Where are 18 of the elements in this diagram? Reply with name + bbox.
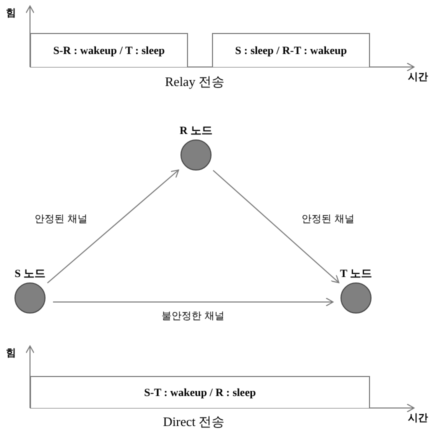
caption: Relay 전송 (165, 73, 225, 91)
state-box: S-T : wakeup / R : sleep (30, 376, 370, 408)
axis-label: 힘 (6, 347, 16, 360)
arrow (52, 298, 334, 306)
edge-label: 안정된 채널 (33, 212, 89, 226)
edge-label: 불안정한 채널 (160, 309, 226, 323)
edge-label: 안정된 채널 (300, 212, 356, 226)
axis-label: 시간 (408, 71, 428, 84)
node-label: S 노드 (14, 267, 46, 281)
node-label: T 노드 (340, 267, 372, 281)
node-label: R 노드 (180, 124, 212, 138)
state-box: S-R : wakeup / T : sleep (30, 33, 188, 67)
axis-label: 힘 (6, 7, 16, 20)
state-box: S : sleep / R-T : wakeup (212, 33, 370, 67)
arrow (212, 170, 340, 284)
arrow (46, 170, 180, 284)
caption: Direct 전송 (163, 413, 225, 431)
axis-label: 시간 (408, 412, 428, 425)
